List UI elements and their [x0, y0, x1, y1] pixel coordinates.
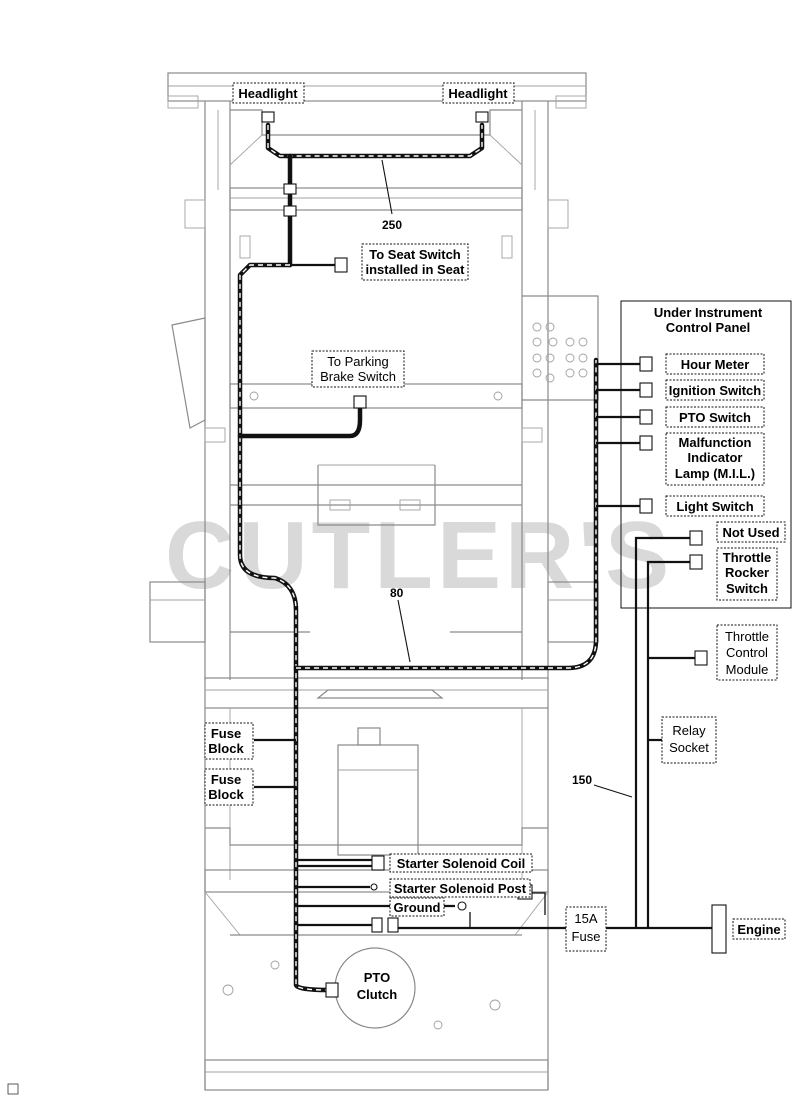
callout-80: 80	[390, 586, 404, 600]
svg-text:Block: Block	[208, 787, 244, 802]
parking-brake-label: To Parking Brake Switch	[311, 350, 405, 388]
svg-text:Starter Solenoid Post: Starter Solenoid Post	[394, 881, 527, 896]
pto-clutch-label: PTO Clutch	[357, 970, 398, 1002]
svg-text:Switch: Switch	[726, 581, 768, 596]
corner-mark	[7, 1083, 19, 1095]
panel-title-line2: Control Panel	[666, 320, 751, 335]
hour-meter-label: Hour Meter	[665, 353, 765, 375]
svg-text:Module: Module	[726, 662, 769, 677]
connectors	[261, 111, 727, 998]
ignition-switch-label: Ignition Switch	[665, 379, 765, 401]
svg-text:installed in Seat: installed in Seat	[366, 262, 466, 277]
callout-250: 250	[382, 218, 402, 232]
mil-lamp-label: Malfunction Indicator Lamp (M.I.L.)	[665, 432, 765, 486]
not-used-label: Not Used	[716, 521, 786, 543]
svg-text:Brake Switch: Brake Switch	[320, 369, 396, 384]
svg-text:Hour Meter: Hour Meter	[681, 357, 750, 372]
svg-text:Headlight: Headlight	[448, 86, 508, 101]
svg-text:Relay: Relay	[672, 723, 706, 738]
svg-text:PTO: PTO	[364, 970, 391, 985]
svg-text:Malfunction: Malfunction	[679, 435, 752, 450]
callouts: 250 80 150	[381, 159, 633, 798]
svg-text:Indicator: Indicator	[688, 450, 743, 465]
engine-label: Engine	[732, 918, 786, 940]
svg-text:To Parking: To Parking	[327, 354, 388, 369]
svg-text:Throttle: Throttle	[723, 550, 771, 565]
svg-text:Clutch: Clutch	[357, 987, 398, 1002]
svg-text:Fuse: Fuse	[211, 726, 241, 741]
headlight-left-label: Headlight	[232, 82, 305, 104]
svg-text:Fuse: Fuse	[211, 772, 241, 787]
fuse-15a-label: 15A Fuse	[565, 906, 607, 952]
svg-text:Not Used: Not Used	[722, 525, 779, 540]
callout-150: 150	[572, 773, 592, 787]
relay-socket-label: Relay Socket	[661, 716, 717, 764]
light-switch-label: Light Switch	[665, 495, 765, 517]
svg-text:Throttle: Throttle	[725, 629, 769, 644]
svg-text:15A: 15A	[574, 911, 597, 926]
svg-text:To Seat Switch: To Seat Switch	[369, 247, 461, 262]
svg-text:Rocker: Rocker	[725, 565, 769, 580]
svg-text:Ground: Ground	[394, 900, 441, 915]
svg-text:Headlight: Headlight	[238, 86, 298, 101]
svg-text:Engine: Engine	[737, 922, 780, 937]
starter-solenoid-coil-label: Starter Solenoid Coil	[389, 853, 533, 873]
svg-text:Ignition Switch: Ignition Switch	[669, 383, 761, 398]
svg-text:Lamp (M.I.L.): Lamp (M.I.L.)	[675, 466, 755, 481]
svg-text:Control: Control	[726, 645, 768, 660]
fuse-block-1-label: Fuse Block	[204, 722, 254, 760]
throttle-control-module-label: Throttle Control Module	[716, 624, 778, 681]
ground-label: Ground	[389, 897, 445, 917]
watermark: CUTLER'S	[165, 502, 673, 609]
pto-switch-label: PTO Switch	[665, 406, 765, 428]
chassis-frame	[149, 72, 599, 1091]
svg-text:Fuse: Fuse	[572, 929, 601, 944]
svg-text:Block: Block	[208, 741, 244, 756]
svg-text:PTO Switch: PTO Switch	[679, 410, 751, 425]
headlight-right-label: Headlight	[442, 82, 515, 104]
svg-text:Starter Solenoid Coil: Starter Solenoid Coil	[397, 856, 526, 871]
svg-text:Socket: Socket	[669, 740, 709, 755]
harness-bundles	[237, 122, 599, 993]
instrument-panel-region	[620, 300, 792, 609]
seat-switch-label: To Seat Switch installed in Seat	[361, 243, 469, 281]
fuse-block-2-label: Fuse Block	[204, 768, 254, 806]
starter-solenoid-post-label: Starter Solenoid Post	[389, 878, 531, 898]
svg-text:Light Switch: Light Switch	[676, 499, 753, 514]
panel-title-line1: Under Instrument	[654, 305, 763, 320]
throttle-rocker-switch-label: Throttle Rocker Switch	[716, 547, 778, 601]
